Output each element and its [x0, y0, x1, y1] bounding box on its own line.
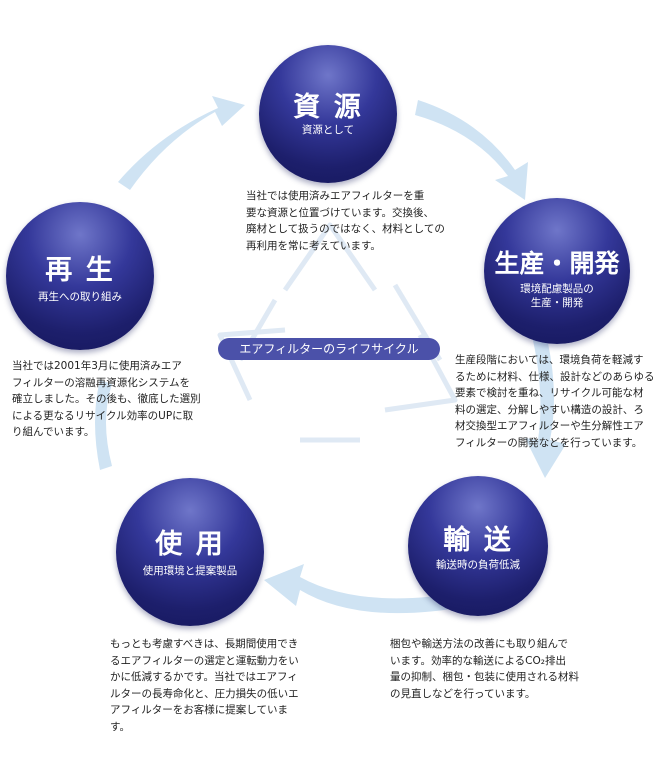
node-saisei: 再 生 再生への取り組み	[6, 202, 154, 350]
node-subtitle: 資源として	[301, 124, 355, 136]
desc-yuso: 梱包や輸送方法の改善にも取り組んで います。効率的な輸送によるCO₂排出 量の抑…	[390, 638, 579, 700]
center-label: エアフィルターのライフサイクル	[218, 338, 440, 360]
node-subtitle: 再生への取り組み	[38, 291, 122, 303]
node-shigen: 資 源 資源として	[259, 45, 397, 183]
desc-shigen: 当社では使用済みエアフィルターを重 要な資源と位置づけています。交換後、 廃材と…	[246, 190, 445, 252]
desc-seisan: 生産段階においては、環境負荷を軽減す るために材料、仕様、設計などのあらゆる 要…	[455, 354, 655, 449]
arrow-shigen-to-seisan	[415, 100, 528, 200]
arrow-shiyo-to-saisei	[95, 380, 112, 470]
node-shiyo: 使 用 使用環境と提案製品	[116, 478, 264, 626]
node-title: 資 源	[293, 92, 363, 123]
node-title: 再 生	[45, 255, 115, 286]
node-subtitle: 環境配慮製品の 生産・開発	[520, 283, 594, 309]
recycle-symbol-icon	[217, 222, 458, 443]
node-subtitle: 使用環境と提案製品	[142, 565, 238, 577]
node-title: 生産・開発	[494, 249, 620, 278]
arrow-yuso-to-shiyo	[264, 564, 470, 614]
cycle-arrow-group	[95, 96, 566, 614]
desc-saisei: 当社では2001年3月に使用済みエア フィルターの溶融再資源化システムを 確立し…	[12, 360, 201, 438]
arrow-seisan-to-yuso	[525, 330, 566, 478]
desc-shiyo: もっとも考慮すべきは、長期間使用でき るエアフィルターの選定と運転動力をい かに…	[110, 638, 299, 733]
arrow-saisei-to-shigen	[118, 96, 245, 190]
node-title: 輸 送	[443, 525, 513, 556]
node-seisan: 生産・開発 環境配慮製品の 生産・開発	[484, 198, 630, 344]
node-subtitle: 輸送時の負荷低減	[436, 559, 520, 571]
node-yuso: 輸 送 輸送時の負荷低減	[408, 476, 548, 616]
node-title: 使 用	[155, 529, 225, 560]
